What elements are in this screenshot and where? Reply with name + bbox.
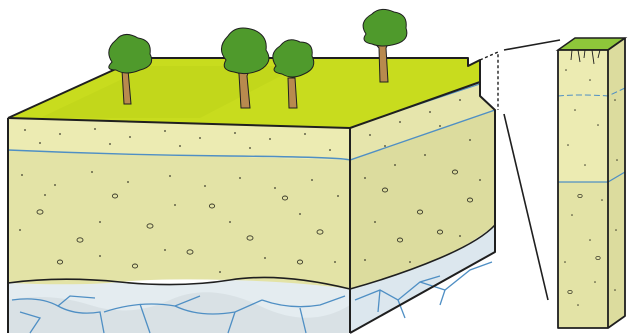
callout-lines [504, 40, 560, 300]
subsoil-front-face [8, 150, 350, 289]
column-side-face [608, 38, 625, 328]
soil-column [558, 38, 625, 328]
column-subsoil [558, 182, 608, 328]
